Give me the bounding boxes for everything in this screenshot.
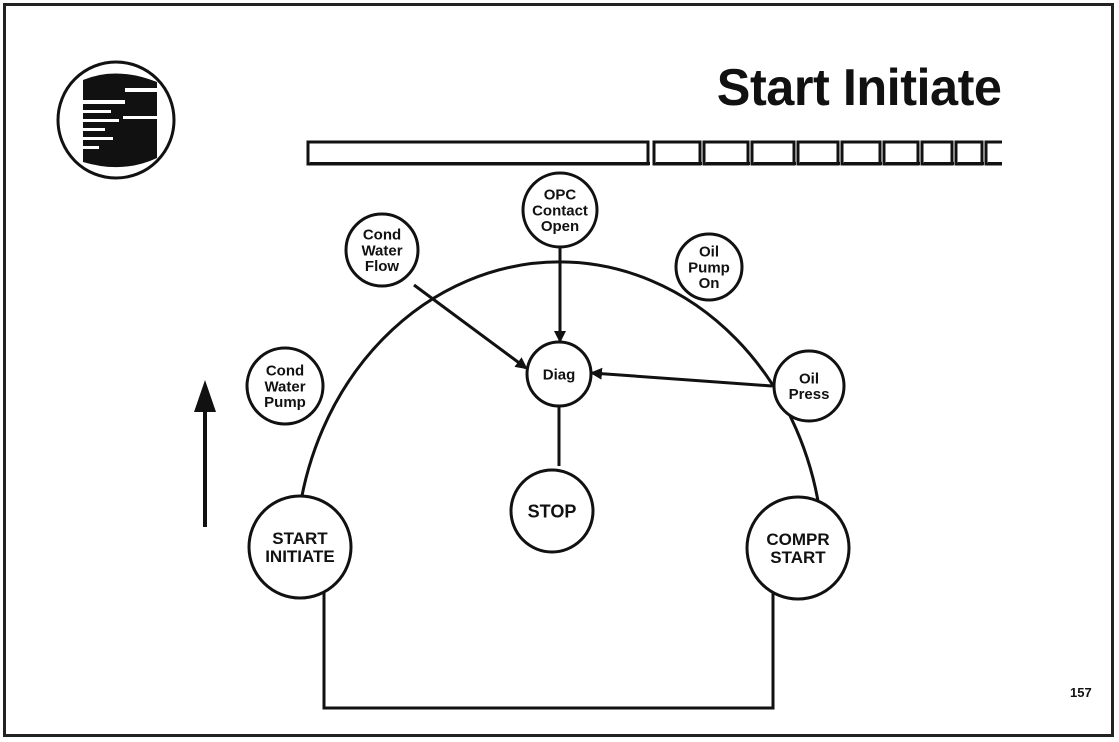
arrow-press-to-diag bbox=[590, 367, 773, 388]
progress-segment-shadow bbox=[706, 162, 750, 165]
progress-segment-shadow bbox=[924, 162, 954, 165]
progress-segment-shadow bbox=[844, 162, 882, 165]
node-label-line: Cond bbox=[363, 227, 401, 244]
progress-segment-shadow bbox=[988, 162, 1002, 165]
arrow-flow-to-diag bbox=[413, 283, 528, 370]
node-label-line: Oil bbox=[699, 244, 719, 261]
node-circle bbox=[521, 171, 599, 249]
node-label-line: OPC bbox=[544, 187, 577, 204]
node-circle bbox=[745, 495, 851, 601]
node-circle bbox=[674, 232, 744, 302]
node-label-line: Flow bbox=[365, 258, 399, 275]
progress-segment-shadow bbox=[958, 162, 984, 165]
node-diag: Diag bbox=[525, 340, 593, 408]
progress-segment-shadow bbox=[656, 162, 702, 165]
node-circle bbox=[247, 494, 353, 600]
node-circle bbox=[245, 346, 325, 426]
node-label-line: STOP bbox=[528, 501, 577, 521]
node-label-line: INITIATE bbox=[265, 547, 335, 566]
node-label-line: Pump bbox=[688, 259, 730, 276]
return-loop bbox=[322, 588, 775, 710]
node-label-line: Oil bbox=[799, 370, 819, 387]
node-label-line: Press bbox=[789, 386, 830, 403]
node-label-line: COMPR bbox=[766, 530, 829, 549]
node-label-line: START bbox=[272, 529, 328, 548]
progress-shadow bbox=[310, 162, 650, 165]
progress-bar bbox=[306, 140, 1002, 166]
page-number: 157 bbox=[1070, 685, 1092, 700]
node-label-line: Water bbox=[361, 242, 402, 259]
direction-arrowhead bbox=[194, 380, 216, 412]
node-circle bbox=[525, 340, 593, 408]
node-label-line: Contact bbox=[532, 202, 588, 219]
node-label-line: Water bbox=[264, 378, 305, 395]
node-label-line: Cond bbox=[266, 363, 304, 380]
node-label-line: On bbox=[699, 275, 720, 292]
progress-segment-shadow bbox=[800, 162, 840, 165]
node-circle bbox=[772, 349, 846, 423]
node-label-line: START bbox=[770, 548, 826, 567]
node-label-line: Diag bbox=[543, 366, 576, 383]
progress-segment-shadow bbox=[754, 162, 796, 165]
node-stop: STOP bbox=[509, 468, 595, 554]
slide-title: Start Initiate bbox=[716, 59, 1001, 117]
node-label-line: Open bbox=[541, 218, 579, 235]
company-logo bbox=[56, 60, 176, 180]
node-circle bbox=[509, 468, 595, 554]
node-circle bbox=[344, 212, 420, 288]
progress-segment-shadow bbox=[886, 162, 920, 165]
node-label-line: Pump bbox=[264, 394, 306, 411]
